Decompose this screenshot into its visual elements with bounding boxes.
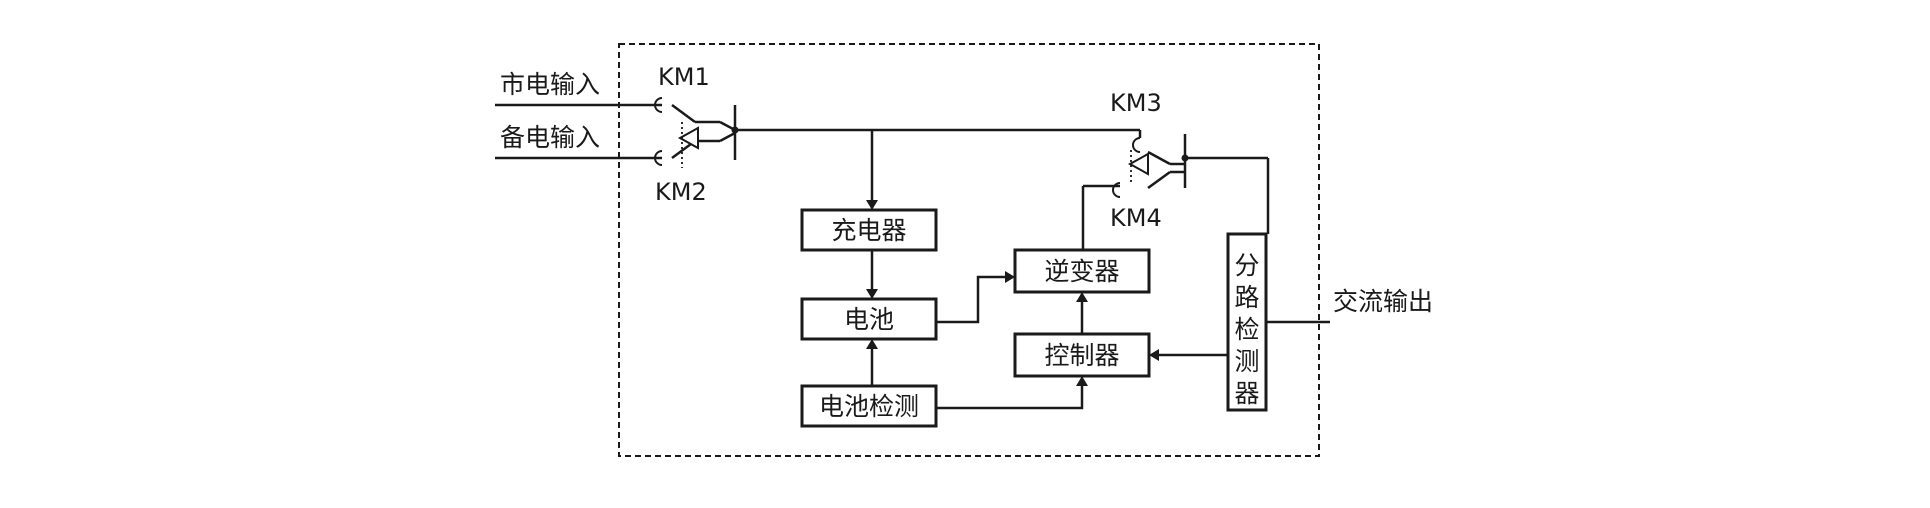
branch-detector-char-4: 测 xyxy=(1234,347,1259,376)
controller-block: 控制器 xyxy=(1013,332,1151,378)
battery-block: 电池 xyxy=(800,297,938,341)
enclosure-frame xyxy=(618,43,1320,457)
charger-block: 充电器 xyxy=(800,208,938,252)
mains-input-line xyxy=(495,97,663,113)
inverter-label: 逆变器 xyxy=(1044,257,1119,286)
battery-monitor-label: 电池检测 xyxy=(819,392,919,421)
switch-actuator-icon xyxy=(677,126,699,150)
km2-label: KM2 xyxy=(655,178,707,206)
battery-to-inverter-arrow xyxy=(936,271,1015,324)
km4-label: KM4 xyxy=(1110,204,1162,232)
km1-label: KM1 xyxy=(658,63,710,91)
branch-detector-char-3: 检 xyxy=(1234,315,1259,344)
inverter-to-km4-line xyxy=(1081,184,1120,250)
controller-to-inverter-arrow xyxy=(1076,292,1088,334)
transfer-switch-km1-km2 xyxy=(671,103,737,168)
inverter-block: 逆变器 xyxy=(1013,248,1151,294)
branch-detector-char-5: 器 xyxy=(1234,379,1259,408)
backup-input-line xyxy=(495,150,663,166)
switch-to-branch-detector-line xyxy=(1185,156,1270,234)
transfer-switch-km3-km4 xyxy=(1112,134,1189,198)
branch-detector-to-controller-arrow xyxy=(1149,349,1228,361)
charger-label: 充电器 xyxy=(831,216,906,245)
branch-detector-char-1: 分 xyxy=(1234,251,1259,280)
charger-to-battery-arrow xyxy=(866,250,878,299)
switch-actuator-icon xyxy=(1127,152,1149,176)
branch-detector-char-2: 路 xyxy=(1234,283,1259,312)
main-bus xyxy=(731,126,1142,153)
controller-label: 控制器 xyxy=(1044,341,1119,370)
km3-label: KM3 xyxy=(1110,89,1162,117)
battery-monitor-block: 电池检测 xyxy=(800,384,938,428)
battery-label: 电池 xyxy=(844,305,894,334)
battery-monitor-to-battery-arrow xyxy=(866,339,878,386)
branch-detector-block: 分 路 检 测 器 xyxy=(1226,232,1268,412)
ac-output-label: 交流输出 xyxy=(1333,287,1433,316)
bus-to-charger-arrow xyxy=(866,130,878,210)
battery-monitor-to-controller-arrow xyxy=(936,376,1088,410)
mains-input-label: 市电输入 xyxy=(500,70,600,99)
backup-input-label: 备电输入 xyxy=(500,123,600,152)
